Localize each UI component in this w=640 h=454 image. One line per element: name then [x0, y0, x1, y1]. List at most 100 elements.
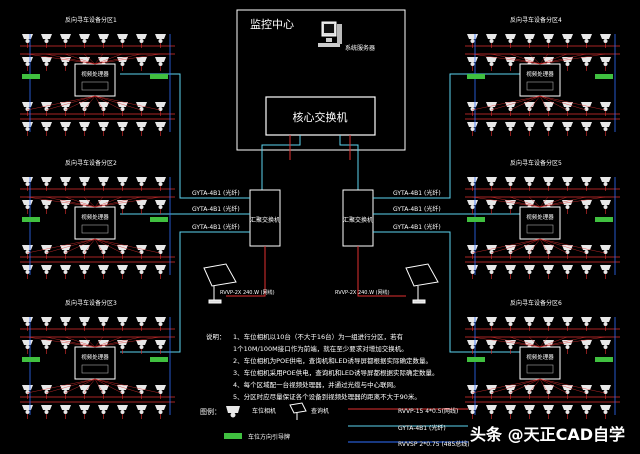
notes-line: 5、分区时应尽量保证各个设备到视频处理器的距离不大于90米。: [233, 392, 421, 401]
camera-icon: [562, 34, 573, 43]
fanout-line: [539, 378, 587, 394]
camera-icon: [467, 177, 478, 186]
camera-icon: [79, 177, 90, 186]
legend-line-label: RVVSP 2*0.75 (485总线): [398, 440, 470, 448]
camera-icon: [136, 200, 147, 209]
camera-icon: [543, 405, 554, 414]
server-icon: [318, 21, 342, 47]
camera-icon: [581, 57, 592, 66]
camera-icon: [117, 405, 128, 414]
fanout-line: [26, 238, 96, 254]
camera-icon: [98, 122, 109, 131]
fanout-line: [528, 238, 541, 254]
camera-icon: [467, 340, 478, 349]
fanout-line: [509, 238, 541, 254]
zone-label: 反向寻车设备分区1: [65, 16, 117, 24]
kiosk-right-cable-label: RVVP-2X 240.W (网线): [335, 289, 390, 296]
fanout-line: [94, 238, 161, 254]
fanout-line: [539, 378, 606, 394]
video-processor-label: 视频处理器: [526, 70, 554, 78]
fanout-line: [26, 378, 96, 394]
camera-icon: [486, 200, 497, 209]
camera-icon: [155, 34, 166, 43]
camera-icon: [22, 34, 33, 43]
fanout-line: [471, 238, 541, 254]
camera-icon: [22, 245, 33, 254]
camera-icon: [581, 177, 592, 186]
legend-title: 图例：: [200, 407, 221, 416]
fanout-line: [45, 196, 96, 208]
camera-icon: [136, 57, 147, 66]
zones: 反向寻车设备分区1视频处理器反向寻车设备分区2视频处理器反向寻车设备分区3视频处…: [20, 16, 620, 419]
fanout-line: [94, 196, 161, 208]
camera-icon: [155, 317, 166, 326]
camera-icon: [524, 122, 535, 131]
camera-icon: [486, 317, 497, 326]
guide-sign-icon: [467, 217, 485, 222]
camera-icon: [505, 340, 516, 349]
control-center-title: 监控中心: [250, 17, 294, 31]
camera-icon: [60, 200, 71, 209]
processor-panel: [526, 81, 554, 91]
camera-icon: [41, 34, 52, 43]
notes-line: 3、车位相机采用POE供电，查询机和LED诱导屏都根据实际确定数量。: [233, 368, 439, 377]
fanout-line: [94, 196, 142, 208]
legend-line-label: RVVP-15 4*0.5(网线): [398, 407, 458, 415]
camera-icon: [505, 122, 516, 131]
fanout-line: [94, 196, 104, 208]
camera-icon: [117, 200, 128, 209]
camera-icon: [136, 317, 147, 326]
camera-icon: [486, 122, 497, 131]
camera-icon: [505, 200, 516, 209]
camera-icon: [60, 177, 71, 186]
fanout-line: [539, 95, 549, 111]
camera-icon: [581, 317, 592, 326]
camera-icon: [543, 34, 554, 43]
camera-icon: [117, 177, 128, 186]
camera-icon: [581, 102, 592, 111]
fanout-line: [45, 378, 96, 394]
camera-icon: [581, 34, 592, 43]
camera-icon: [581, 200, 592, 209]
fanout-line: [94, 336, 123, 348]
camera-icon: [22, 265, 33, 274]
fanout-line: [26, 196, 96, 208]
guide-sign-icon: [22, 217, 40, 222]
camera-icon: [581, 122, 592, 131]
fanout-line: [539, 95, 606, 111]
camera-icon: [467, 57, 478, 66]
camera-icon: [155, 340, 166, 349]
kiosk-right: [405, 263, 439, 304]
camera-icon: [581, 405, 592, 414]
fanout-line: [471, 336, 541, 348]
camera-icon: [155, 200, 166, 209]
camera-icon: [467, 34, 478, 43]
fanout-line: [64, 53, 96, 65]
camera-icon: [600, 265, 611, 274]
camera-icon: [467, 385, 478, 394]
camera-icon: [467, 200, 478, 209]
camera-icon: [22, 405, 33, 414]
fanout-line: [64, 336, 96, 348]
watermark: 头条 @天正CAD自学: [470, 421, 638, 445]
camera-icon: [117, 34, 128, 43]
camera-icon: [524, 317, 535, 326]
fanout-line: [94, 336, 104, 348]
camera-icon: [486, 405, 497, 414]
camera-icon: [41, 405, 52, 414]
camera-icon: [562, 340, 573, 349]
fiber-label: GYTA-4B1 (光纤): [192, 223, 240, 231]
camera-icon: [600, 385, 611, 394]
camera-icon: [117, 122, 128, 131]
camera-icon: [600, 57, 611, 66]
fanout-line: [83, 196, 96, 208]
guide-sign-icon: [595, 217, 613, 222]
fanout-line: [490, 95, 541, 111]
fanout-line: [490, 53, 541, 65]
kiosk-left: [203, 263, 237, 304]
camera-icon: [562, 57, 573, 66]
guide-sign-icon: [224, 433, 242, 439]
camera-icon: [155, 265, 166, 274]
camera-icon: [41, 122, 52, 131]
camera-icon: [155, 122, 166, 131]
